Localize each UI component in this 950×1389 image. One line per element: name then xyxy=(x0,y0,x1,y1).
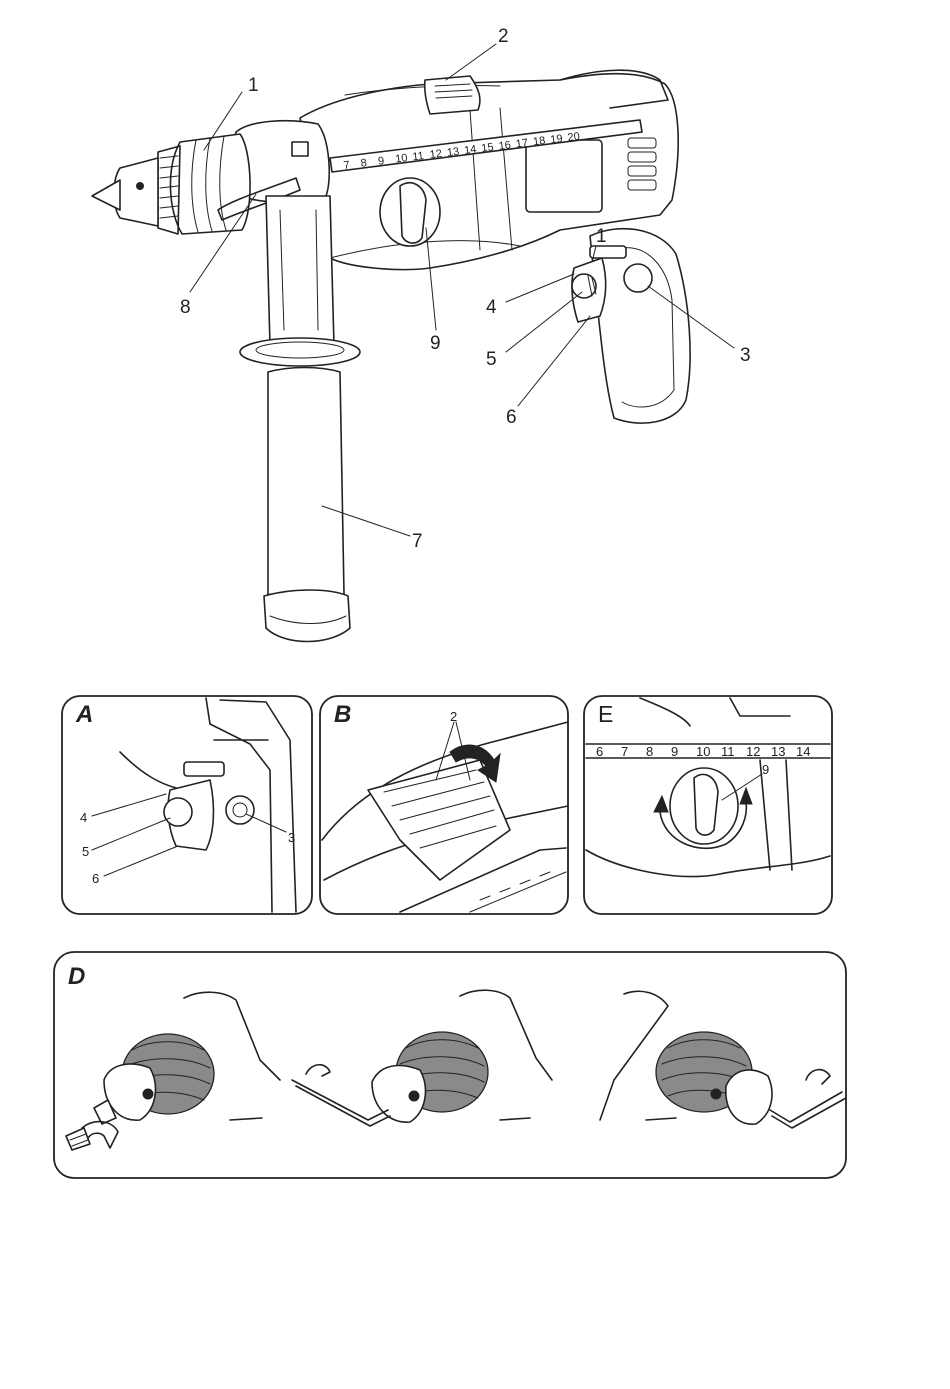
depth-scale-label: 14 xyxy=(464,143,478,156)
drill-bit-tip xyxy=(92,180,120,210)
panel-b-callout-2: 2 xyxy=(450,709,457,724)
panel-a-lock-button xyxy=(226,796,254,824)
callout-1-trigger: 1 xyxy=(596,226,607,247)
panel-e-scale-label: 13 xyxy=(771,744,785,759)
callout-2-top: 2 xyxy=(498,26,509,47)
top-mode-selector xyxy=(425,76,480,114)
lock-button-3 xyxy=(624,264,652,292)
panel-e: E 6 7 8 9 10 11 12 13 14 9 xyxy=(584,696,832,914)
speed-wheel-5 xyxy=(572,274,596,298)
panel-a-callout-4: 4 xyxy=(80,810,87,825)
panel-b-letter: B xyxy=(334,701,351,728)
panel-a-callout-3: 3 xyxy=(288,830,295,845)
depth-scale-label: 13 xyxy=(446,146,460,159)
panel-e-letter: E xyxy=(598,701,613,727)
callout-9: 9 xyxy=(430,333,441,354)
depth-scale-label: 11 xyxy=(412,150,425,163)
d3-key-hole xyxy=(711,1089,721,1099)
panel-e-dial xyxy=(670,768,738,844)
panel-d: D xyxy=(54,952,846,1178)
panel-a: A 4 5 6 3 xyxy=(62,696,312,914)
aux-handle-mount xyxy=(266,196,334,346)
callout-7: 7 xyxy=(412,531,423,552)
panel-e-callout-9: 9 xyxy=(762,762,769,777)
aux-handle-grip xyxy=(268,368,344,599)
depth-scale-label: 19 xyxy=(550,133,564,146)
callout-1-chuck: 1 xyxy=(248,75,259,96)
panel-a-callout-6: 6 xyxy=(92,871,99,886)
panel-e-scale-label: 9 xyxy=(671,744,678,759)
panel-e-scale-label: 6 xyxy=(596,744,603,759)
depth-scale-label: 18 xyxy=(532,135,546,148)
panel-e-scale-labels: 6 7 8 9 10 11 12 13 14 xyxy=(596,744,810,759)
panel-a-callout-5: 5 xyxy=(82,844,89,859)
depth-scale-label: 16 xyxy=(498,139,512,152)
callout-8: 8 xyxy=(180,297,191,318)
panel-a-switch-top xyxy=(184,762,224,776)
depth-scale-label: 10 xyxy=(395,152,409,165)
panel-e-scale-label: 11 xyxy=(721,744,735,759)
chuck-sleeve xyxy=(170,134,250,234)
panel-e-scale-label: 10 xyxy=(696,744,710,759)
panel-e-scale-label: 12 xyxy=(746,744,760,759)
d2-key-hole xyxy=(409,1091,419,1101)
panel-e-scale-label: 7 xyxy=(621,744,628,759)
depth-scale-label: 15 xyxy=(481,141,495,154)
panel-b: B 2 xyxy=(320,696,568,914)
callout-4: 4 xyxy=(486,297,497,318)
depth-scale-label: 17 xyxy=(515,137,529,150)
depth-scale-label: 20 xyxy=(567,131,581,144)
panel-e-scale-label: 14 xyxy=(796,744,810,759)
aux-handle-grip-end xyxy=(264,590,350,642)
panel-d-letter: D xyxy=(68,963,85,990)
d1-key-hole xyxy=(143,1089,153,1099)
callout-6: 6 xyxy=(506,407,517,428)
panel-a-letter: A xyxy=(75,701,93,728)
panel-e-scale-label: 8 xyxy=(646,744,653,759)
mode-dial-9 xyxy=(380,178,440,246)
callout-3: 3 xyxy=(740,345,751,366)
depth-scale-label: 12 xyxy=(429,148,443,161)
callout-5: 5 xyxy=(486,349,497,370)
panel-a-speed-wheel xyxy=(164,798,192,826)
chuck-key-hole xyxy=(137,183,144,190)
